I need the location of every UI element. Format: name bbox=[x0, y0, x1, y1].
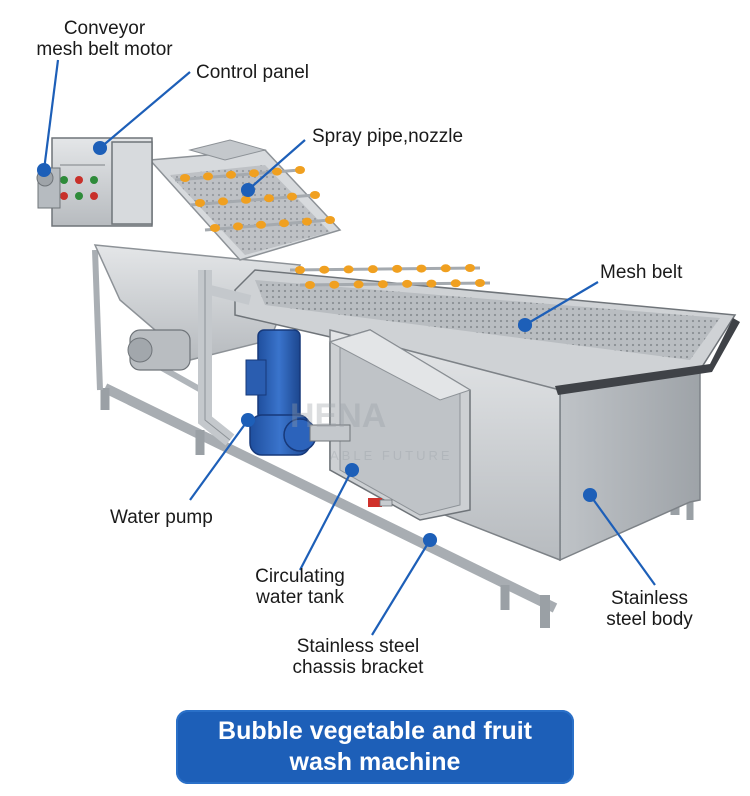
panel-button bbox=[75, 176, 83, 184]
label-control-panel: Control panel bbox=[196, 62, 310, 83]
panel-button bbox=[90, 176, 98, 184]
leader-motor bbox=[36, 59, 60, 178]
watermark-tagline: ABLE FUTURE bbox=[330, 448, 453, 463]
spray-nozzle bbox=[319, 265, 330, 274]
leader-lines bbox=[36, 59, 656, 636]
spray-nozzle bbox=[475, 279, 485, 287]
label-circulating-tank: Circulating water tank bbox=[240, 566, 360, 608]
leader-mesh-belt bbox=[517, 281, 599, 333]
label-body-line2: steel body bbox=[606, 609, 693, 630]
panel-buttons bbox=[60, 176, 98, 200]
label-chassis-bracket: Stainless steel chassis bracket bbox=[278, 636, 438, 678]
spray-nozzle bbox=[450, 279, 461, 288]
leader-control-panel bbox=[92, 71, 191, 156]
spray-nozzle bbox=[256, 220, 266, 229]
title-line1: Bubble vegetable and fruit bbox=[218, 717, 532, 745]
spray-nozzle bbox=[210, 224, 220, 232]
label-mesh-belt: Mesh belt bbox=[600, 262, 683, 283]
spray-nozzle bbox=[367, 265, 378, 274]
conveyor-motor bbox=[36, 167, 61, 209]
drain-valve bbox=[368, 498, 393, 507]
spray-nozzle bbox=[272, 167, 282, 176]
spray-nozzle bbox=[241, 195, 251, 204]
label-conveyor-motor: Conveyor mesh belt motor bbox=[22, 18, 187, 60]
leader-tank bbox=[299, 462, 360, 571]
spray-nozzle bbox=[279, 219, 289, 228]
spray-nozzle bbox=[287, 192, 297, 201]
spray-nozzle bbox=[392, 264, 403, 273]
panel-button bbox=[60, 192, 68, 200]
spray-nozzle bbox=[310, 191, 320, 199]
label-body-line1: Stainless bbox=[610, 588, 689, 609]
title-banner: Bubble vegetable and fruit wash machine bbox=[176, 710, 574, 784]
watermark-logo: HENA bbox=[290, 397, 386, 435]
spray-nozzle bbox=[295, 266, 305, 274]
spray-nozzle bbox=[465, 264, 475, 272]
stainless-steel-body bbox=[234, 269, 740, 562]
spray-nozzle bbox=[203, 172, 213, 181]
label-chassis-line1: Stainless steel bbox=[296, 636, 420, 657]
label-steel-body: Stainless steel body bbox=[592, 588, 707, 630]
circulating-water-tank bbox=[328, 329, 472, 521]
label-tank-line2: water tank bbox=[256, 587, 344, 608]
label-conveyor-motor-line1: Conveyor bbox=[63, 18, 146, 39]
label-conveyor-motor-line2: mesh belt motor bbox=[36, 39, 173, 60]
label-chassis-line2: chassis bracket bbox=[292, 657, 424, 678]
pipes bbox=[198, 270, 252, 446]
spray-nozzle bbox=[195, 199, 205, 207]
leader-spray bbox=[240, 139, 306, 198]
water-pump bbox=[245, 329, 351, 456]
bubble-motor bbox=[127, 329, 191, 371]
spray-nozzle bbox=[226, 170, 236, 179]
panel-button bbox=[75, 192, 83, 200]
spray-nozzle bbox=[377, 280, 388, 289]
leader-water-pump bbox=[189, 412, 256, 501]
spray-nozzle bbox=[218, 197, 228, 206]
spray-nozzles bbox=[180, 166, 485, 289]
spray-nozzle bbox=[402, 279, 413, 288]
spray-nozzle bbox=[249, 169, 259, 178]
leader-body bbox=[582, 487, 656, 586]
spray-nozzle bbox=[233, 222, 243, 231]
spray-nozzle bbox=[264, 194, 274, 203]
spray-nozzle bbox=[426, 279, 437, 288]
spray-nozzle bbox=[343, 265, 354, 274]
leader-chassis bbox=[371, 532, 438, 636]
panel-button bbox=[90, 192, 98, 200]
spray-nozzle bbox=[329, 280, 340, 289]
watermark: HENA ABLE FUTURE bbox=[290, 397, 453, 463]
feed-hopper bbox=[93, 244, 302, 361]
spray-nozzle bbox=[416, 264, 427, 273]
label-tank-line1: Circulating bbox=[255, 566, 345, 587]
spray-nozzle bbox=[295, 166, 305, 174]
spray-nozzle bbox=[180, 174, 190, 182]
spray-nozzle bbox=[325, 216, 335, 224]
spray-nozzle bbox=[302, 217, 312, 226]
label-water-pump: Water pump bbox=[110, 507, 213, 528]
spray-nozzle bbox=[305, 281, 315, 289]
title-line2: wash machine bbox=[289, 748, 461, 776]
label-spray-pipe: Spray pipe,nozzle bbox=[312, 126, 464, 147]
spray-nozzle bbox=[353, 280, 364, 289]
spray-nozzle bbox=[440, 264, 451, 273]
panel-button bbox=[60, 176, 68, 184]
